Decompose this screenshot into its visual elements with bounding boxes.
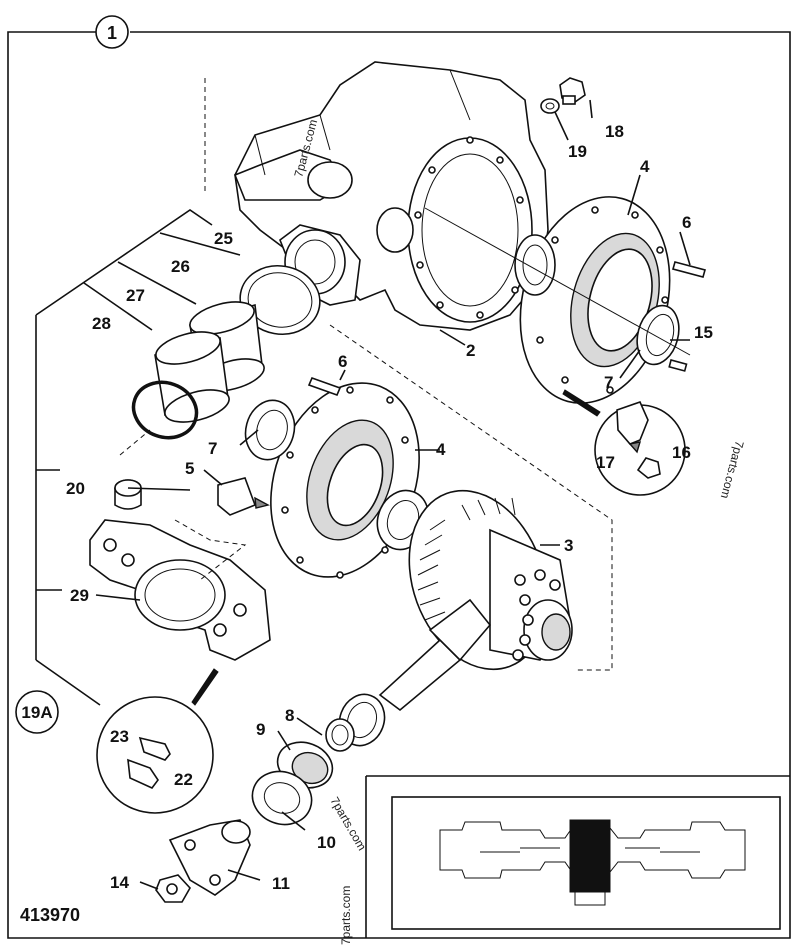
adjuster-ring-left [244,399,296,461]
callout-7-left: 7 [208,439,217,458]
callout-7-right: 7 [604,373,613,392]
sealant-applicator [217,477,270,516]
mounting-bracket [89,519,271,661]
o-ring [131,380,199,440]
lock-pin-right [668,359,688,372]
detail-circle-fasteners [96,668,219,814]
callout-29: 29 [70,586,89,605]
callout-26: 26 [171,257,190,276]
drive-flange-yoke [168,819,251,896]
callout-28: 28 [92,314,111,333]
bracket-reference [119,429,247,581]
sealing-washer [540,98,560,114]
watermark-right: 7parts.com [718,439,747,500]
drain-plug [559,77,586,105]
callout-22: 22 [174,770,193,789]
diff-bolts [512,569,561,661]
callout-2: 2 [466,341,475,360]
flange-nut [155,874,191,903]
dowel-pin-right [672,261,706,278]
callout-20: 20 [66,479,85,498]
assembly-label: 1 [95,15,129,49]
spacer-ring [325,718,355,752]
bearing-cup-right [514,234,556,296]
right-axis-line [424,207,691,356]
callout-14: 14 [110,873,129,892]
callout-6-left: 6 [338,352,347,371]
drawing-number: 413970 [20,905,80,925]
watermark-bottom: 7parts.com [339,886,353,945]
callout-4-right: 4 [640,157,650,176]
callout-27: 27 [126,286,145,305]
callout-15: 15 [694,323,713,342]
hub-carrier-right [519,196,671,404]
group-19a-label: 19A [15,690,59,734]
frame-border [7,31,791,939]
axle-inset-view [365,775,790,938]
callout-17: 17 [596,453,615,472]
center-reference-line [329,324,613,671]
pinion-shaft [378,598,492,712]
callout-23: 23 [110,727,129,746]
assembly-label-text: 1 [107,23,117,43]
dowel-pin-left [307,376,342,397]
callout-10: 10 [317,833,336,852]
callout-11: 11 [272,874,290,893]
oil-seal [239,265,321,335]
axle-housing [233,61,549,331]
pinion-seal [251,770,313,826]
callout-9: 9 [256,720,265,739]
callout-4-left: 4 [436,440,446,459]
callout-19: 19 [568,142,587,161]
detail-circle-sealant [562,389,686,496]
callout-leaders [95,99,691,890]
callout-16: 16 [672,443,691,462]
callout-6-right: 6 [682,213,691,232]
group-leader-lines [35,209,241,660]
callout-8: 8 [285,706,294,725]
wear-ring [154,331,230,423]
callout-25: 25 [214,229,233,248]
bracket-bush [114,479,142,510]
callout-3: 3 [564,536,573,555]
group-19a-text: 19A [21,703,52,722]
callout-18: 18 [605,122,624,141]
callout-5: 5 [185,459,194,478]
callout-labels: 18 19 4 6 25 26 27 28 2 15 7 6 4 7 17 16… [66,122,713,893]
